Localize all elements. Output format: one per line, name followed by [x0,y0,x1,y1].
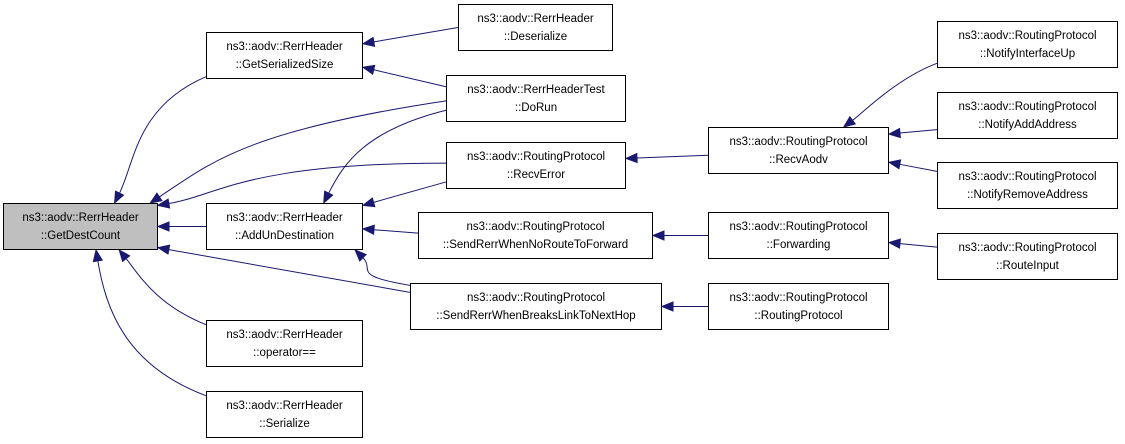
edge-arrowhead [660,301,674,312]
edge-arrowhead [156,221,170,232]
edge-arrowhead [156,198,171,209]
edge-arrowhead [354,249,367,262]
node-line2: ::RouteInput [996,259,1059,272]
edge-recverror-to-addundestination [373,181,447,203]
node-line1: ns3::aodv::RoutingProtocol [958,241,1097,254]
edge-sendrerrbreaks-to-addundestination [362,257,411,286]
edge-dorun-to-getdestcount [159,100,447,198]
node-routingprotocol-recverror[interactable]: ns3::aodv::RoutingProtocol ::RecvError [446,142,626,189]
node-line2: ::GetDestCount [40,229,121,242]
edge-notifyifup-to-recvaodv [852,62,938,121]
edge-arrowhead [149,192,163,204]
edge-arrowhead [842,115,857,128]
edge-deserialize-to-getserializedsize [373,27,459,43]
edge-routeinput-to-forwarding [899,243,938,248]
edge-recverror-to-getdestcount [168,162,447,205]
node-rerrheader-operator-eq[interactable]: ns3::aodv::RerrHeader ::operator== [206,320,363,367]
node-line1: ns3::aodv::RoutingProtocol [466,150,606,163]
node-line2: ::SendRerrWhenBreaksLinkToNextHop [436,309,636,322]
edge-arrowhead [887,159,902,170]
node-line1: ns3::aodv::RerrHeader [226,328,343,341]
node-routingprotocol-notifyremoveaddress[interactable]: ns3::aodv::RoutingProtocol ::NotifyRemov… [937,162,1118,209]
node-routingprotocol-notifyinterfaceup[interactable]: ns3::aodv::RoutingProtocol ::NotifyInter… [937,21,1118,68]
edge-notifyaddaddr-to-recvaodv [899,129,938,134]
node-line2: ::RoutingProtocol [754,309,843,322]
edge-arrowhead [114,190,125,205]
node-line1: ns3::aodv::RoutingProtocol [958,170,1097,183]
node-line1: ns3::aodv::RerrHeader [226,40,343,53]
edge-arrowhead [887,238,901,249]
edge-operatoreq-to-getdestcount [125,258,207,326]
edge-arrowhead [887,127,901,139]
edge-sendrerrnoroute-to-addundestination [373,229,419,234]
node-line1: ns3::aodv::RerrHeader [226,211,343,224]
node-line1: ns3::aodv::RoutingProtocol [958,29,1097,42]
edge-notifyremoveaddr-to-recvaodv [899,163,938,172]
node-rerrheader-deserialize[interactable]: ns3::aodv::RerrHeader ::Deserialize [458,4,613,51]
node-rerrheader-addundestination[interactable]: ns3::aodv::RerrHeader ::AddUnDestination [206,203,363,250]
node-line2: ::Deserialize [503,30,568,43]
node-line2: ::DoRun [514,101,558,114]
edge-serialize-to-getdestcount [97,260,207,397]
node-routingprotocol-notifyaddaddress[interactable]: ns3::aodv::RoutingProtocol ::NotifyAddAd… [937,92,1118,139]
node-line2: ::RecvError [506,168,566,181]
node-line1: ns3::aodv::RerrHeaderTest [467,83,605,96]
node-line1: ns3::aodv::RoutingProtocol [729,135,868,148]
edge-arrowhead [624,152,638,164]
node-routingprotocol-sendrerrwhenbreakslinktonexthop[interactable]: ns3::aodv::RoutingProtocol ::SendRerrWhe… [410,283,662,330]
edge-arrowhead [361,197,376,208]
node-line2: ::NotifyInterfaceUp [979,47,1076,60]
edge-arrowhead [92,248,104,263]
node-line1: ns3::aodv::RoutingProtocol [958,100,1097,113]
node-line2: ::NotifyRemoveAddress [967,188,1088,201]
edge-sendrerrbreaks-to-getdestcount [168,249,411,293]
node-line2: ::SendRerrWhenNoRouteToForward [442,238,629,251]
edge-recvaodv-to-recverror [636,154,709,159]
node-routingprotocol-routingprotocol[interactable]: ns3::aodv::RoutingProtocol ::RoutingProt… [708,283,889,330]
node-line1: ns3::aodv::RoutingProtocol [466,220,605,233]
node-rerrheadertest-dorun[interactable]: ns3::aodv::RerrHeaderTest ::DoRun [446,75,626,122]
node-routingprotocol-sendrerrwhennoroutetoforward[interactable]: ns3::aodv::RoutingProtocol ::SendRerrWhe… [418,212,653,259]
edge-arrowhead [361,36,376,47]
node-line1: ns3::aodv::RoutingProtocol [729,220,868,233]
node-routingprotocol-forwarding[interactable]: ns3::aodv::RoutingProtocol ::Forwarding [708,212,889,259]
node-rerrheader-getdestcount: ns3::aodv::RerrHeader ::GetDestCount [3,203,158,250]
edge-arrowhead [118,248,131,263]
node-line2: ::Forwarding [766,238,831,251]
node-line1: ns3::aodv::RerrHeader [477,12,594,25]
edge-dorun-to-addundestination [328,109,447,194]
node-line2: ::RecvAodv [769,153,828,166]
node-line2: ::AddUnDestination [234,229,335,242]
edge-getserializedsize-to-getdestcount [119,76,207,194]
edge-arrowhead [361,64,376,75]
edge-arrowhead [156,244,171,255]
node-line1: ns3::aodv::RerrHeader [226,399,343,412]
node-line1: ns3::aodv::RerrHeader [22,211,139,224]
node-line2: ::NotifyAddAddress [978,118,1077,131]
node-rerrheader-getserializedsize[interactable]: ns3::aodv::RerrHeader ::GetSerializedSiz… [206,32,363,79]
node-line2: ::GetSerializedSize [235,58,334,71]
node-line1: ns3::aodv::RoutingProtocol [466,291,606,304]
edge-arrowhead [323,190,334,205]
node-line2: ::Serialize [259,417,310,430]
edge-arrowhead [361,224,375,235]
node-routingprotocol-recvaodv[interactable]: ns3::aodv::RoutingProtocol ::RecvAodv [708,127,889,174]
node-routingprotocol-routeinput[interactable]: ns3::aodv::RoutingProtocol ::RouteInput [937,233,1118,280]
node-rerrheader-serialize[interactable]: ns3::aodv::RerrHeader ::Serialize [206,391,363,438]
edge-dorun-to-getserializedsize [373,69,447,88]
node-line1: ns3::aodv::RoutingProtocol [729,291,868,304]
edge-arrowhead [651,230,665,241]
node-line2: ::operator== [253,346,316,359]
